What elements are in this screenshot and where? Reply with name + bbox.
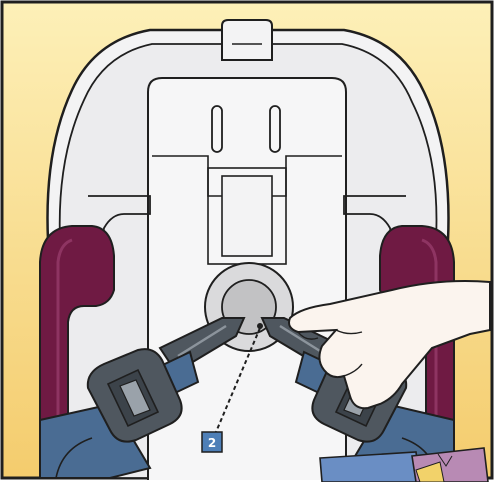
callout-number: 2 — [208, 436, 216, 450]
callout-dot — [257, 323, 263, 329]
recess-label-plate — [222, 176, 272, 256]
card-back — [320, 452, 420, 482]
top-handle — [222, 20, 272, 60]
